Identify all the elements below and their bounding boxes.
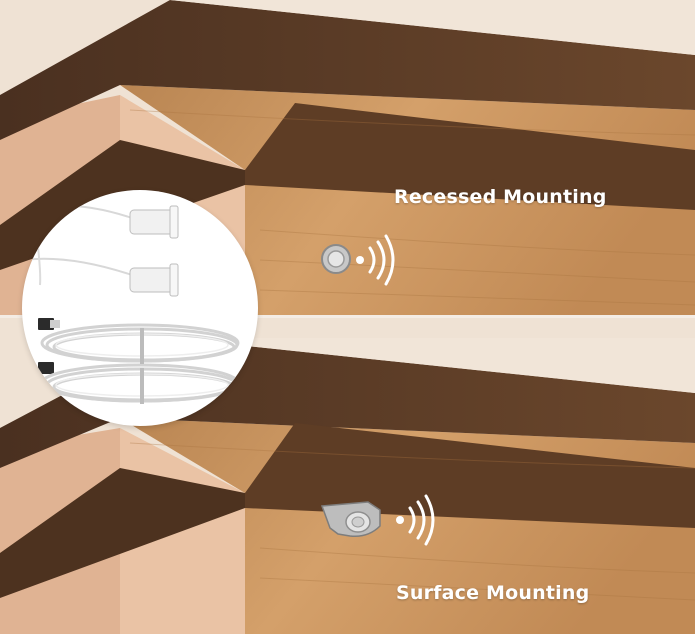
sensor-head-2 — [129, 263, 179, 297]
product-inset — [22, 190, 258, 426]
surface-mounting-caption: Surface Mounting — [396, 582, 590, 604]
sensor-cables-image — [22, 204, 240, 404]
bracket-sensor-icon — [320, 501, 381, 538]
signal-waves-icon — [396, 494, 435, 546]
round-sensor-icon — [321, 244, 351, 274]
signal-waves-icon — [356, 234, 395, 286]
recessed-mounting-caption: Recessed Mounting — [394, 186, 607, 208]
panel-divider — [0, 315, 695, 319]
sensor-head-1 — [129, 205, 179, 239]
